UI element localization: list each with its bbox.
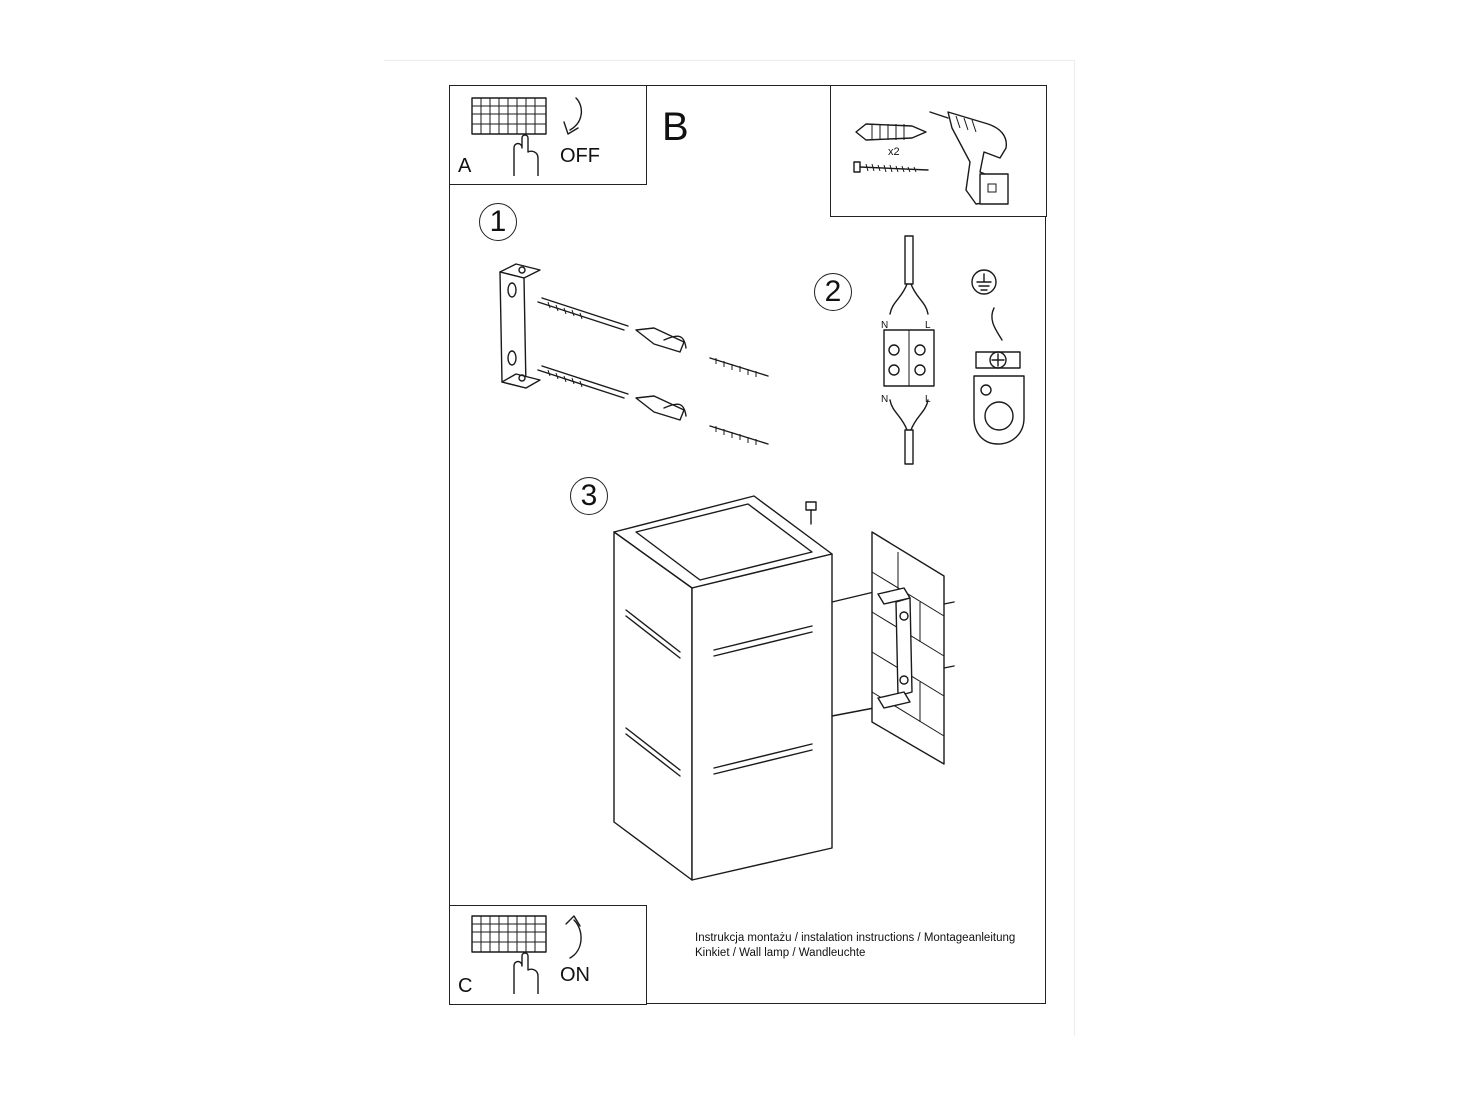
wall-plug-icon	[855, 123, 927, 141]
ground-connection-icon	[971, 269, 1025, 445]
panel-b-tools	[830, 85, 1047, 217]
terminal-block-wiring-illustration	[883, 235, 935, 465]
caption-line-1: Instrukcja montażu / instalation instruc…	[695, 932, 1016, 944]
step-3-badge: 3	[570, 477, 608, 515]
drill-icon	[929, 111, 1009, 205]
screw-icon	[853, 161, 929, 173]
step-1-badge: 1	[479, 203, 517, 241]
panel-a-action: OFF	[560, 145, 600, 167]
wall-lamp-assembly-illustration	[613, 495, 955, 881]
circuit-breaker-off-icon	[471, 97, 583, 176]
wire-label-neutral-bottom: N	[881, 394, 889, 405]
panel-b-quantity: x2	[888, 146, 900, 158]
panel-c-action: ON	[560, 964, 590, 986]
panel-c-letter: C	[458, 975, 473, 997]
step-2-badge: 2	[814, 273, 852, 311]
wire-label-neutral-top: N	[881, 320, 889, 331]
bracket-mounting-illustration	[499, 263, 769, 445]
caption-line-2: Kinkiet / Wall lamp / Wandleuchte	[695, 947, 866, 959]
wire-label-live-top: L	[925, 320, 931, 331]
panel-b-letter: B	[662, 105, 689, 149]
instruction-frame	[449, 85, 1046, 1004]
panel-a-letter: A	[458, 155, 472, 177]
circuit-breaker-on-icon	[471, 915, 582, 994]
wire-label-live-bottom: L	[925, 394, 931, 405]
